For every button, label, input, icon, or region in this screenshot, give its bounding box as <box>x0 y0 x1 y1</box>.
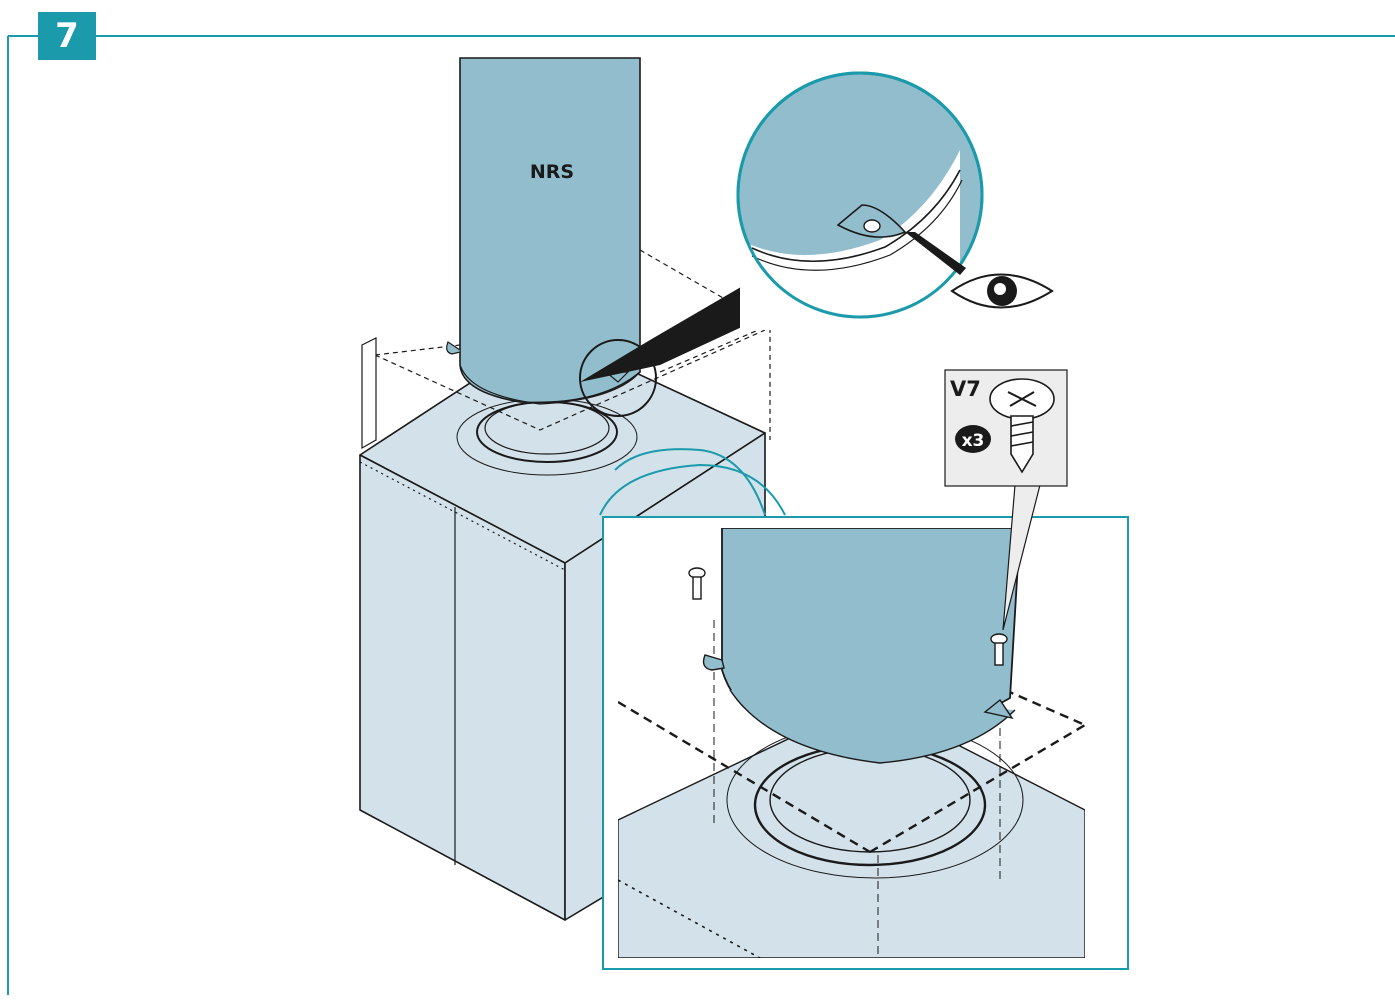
focus-circle <box>579 339 657 417</box>
eye-icon <box>950 273 1054 309</box>
quantity-badge <box>955 425 991 453</box>
tank-label: NRS <box>530 161 574 183</box>
screw-icon <box>989 378 1055 474</box>
magnifier-callout <box>580 71 984 382</box>
screw-spec-callout: V7 x3 <box>944 369 1068 631</box>
screw-icon <box>990 633 1008 666</box>
quantity-label: x3 <box>962 431 985 451</box>
step-number-badge: 7 <box>38 12 96 60</box>
detail-inset <box>599 448 1129 970</box>
step-frame <box>7 35 1395 995</box>
cabinet-back-bracket <box>361 337 377 450</box>
screw-icon <box>688 567 706 600</box>
cabinet-hidden-edges <box>374 249 771 440</box>
nrs-tank <box>446 57 641 405</box>
screw-code-label: V7 <box>950 377 981 401</box>
step-number: 7 <box>55 16 79 56</box>
